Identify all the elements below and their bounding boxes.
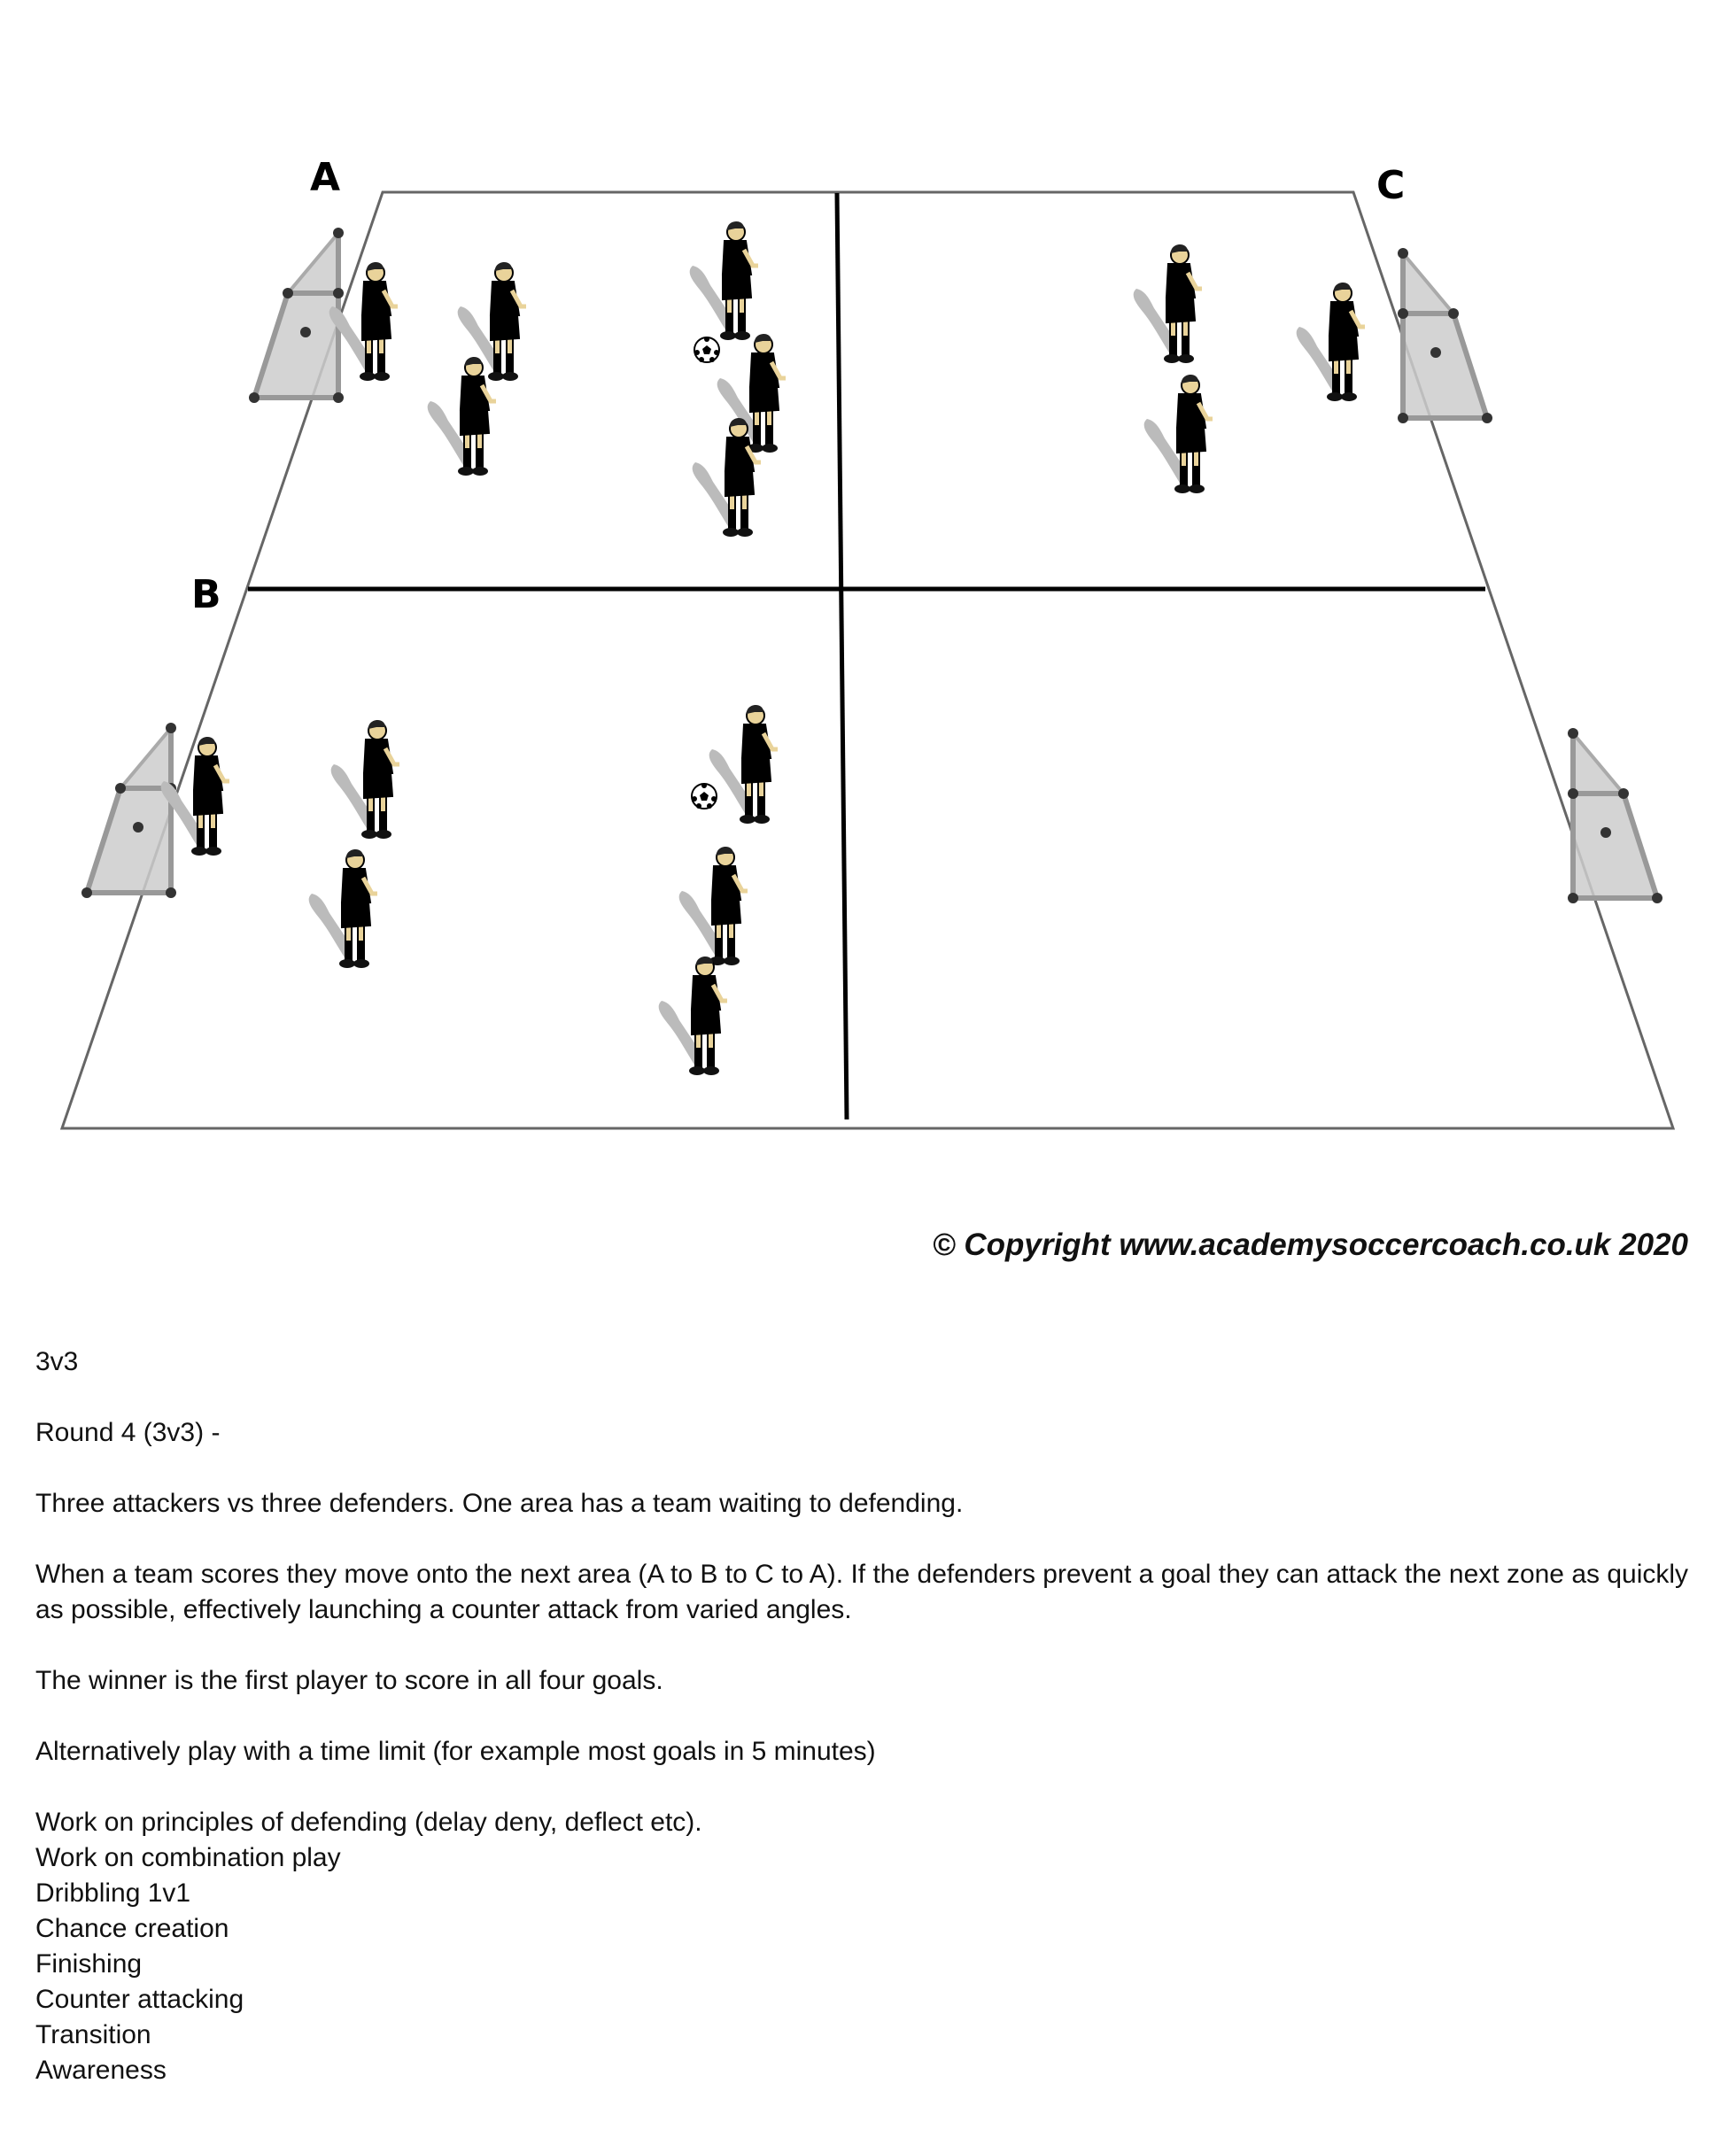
focus-point: Dribbling 1v1 [35,1878,191,1908]
zone-label-a: A [310,155,340,200]
description-paragraph: Alternatively play with a time limit (fo… [35,1737,876,1766]
goal-c [1398,248,1492,423]
drill-title: 3v3 [35,1347,79,1376]
zone-label-c: C [1376,163,1405,208]
round-label: Round 4 (3v3) - [35,1418,221,1447]
description-paragraph: The winner is the first player to score … [35,1666,663,1695]
focus-point: Work on combination play [35,1843,341,1872]
goal-a [249,228,344,403]
ball-icon [694,336,720,363]
drill-description: 3v3 Round 4 (3v3) - Three attackers vs t… [35,1344,1701,2088]
description-paragraph: Three attackers vs three defenders. One … [35,1489,964,1518]
focus-point: Awareness [35,2056,167,2085]
focus-point: Counter attacking [35,1985,244,2014]
focus-points-list: Work on principles of defending (delay d… [35,1805,1701,2088]
focus-point: Chance creation [35,1914,229,1943]
focus-point: Transition [35,2020,151,2049]
ball-icon [691,782,717,809]
goal-d [1568,728,1662,903]
description-paragraph: When a team scores they move onto the ne… [35,1560,1689,1624]
copyright-notice: © Copyright www.academysoccercoach.co.uk… [932,1228,1688,1262]
zone-label-b: B [191,572,221,617]
focus-point: Work on principles of defending (delay d… [35,1808,702,1837]
drill-diagram: .orange .shirt,.orange .shorts,.orange .… [59,155,1676,1130]
focus-point: Finishing [35,1949,143,1979]
goal-b [81,723,176,898]
vertical-divider [834,192,849,1120]
